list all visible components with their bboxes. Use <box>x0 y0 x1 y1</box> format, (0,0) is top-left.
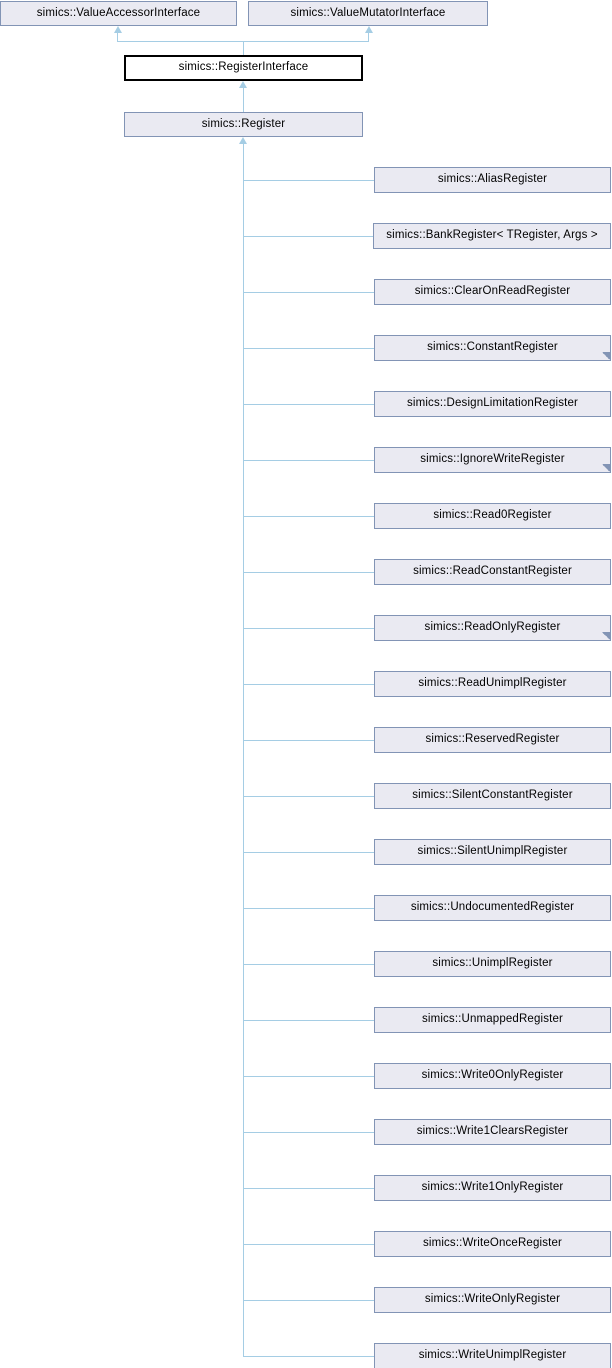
class-node-label: simics::ValueAccessorInterface <box>36 6 201 19</box>
class-node-label: simics::RegisterInterface <box>178 61 309 74</box>
class-node-value-accessor-interface[interactable]: simics::ValueAccessorInterface <box>0 1 237 26</box>
class-node-silent-constant-register[interactable]: simics::SilentConstantRegister <box>374 783 611 809</box>
class-node-label: simics::UnimplRegister <box>432 957 553 970</box>
class-node-design-limitation-register[interactable]: simics::DesignLimitationRegister <box>374 391 611 417</box>
class-node-label: simics::UndocumentedRegister <box>410 901 575 914</box>
edge-segment <box>243 1356 374 1357</box>
edge-segment <box>368 33 369 41</box>
class-node-register[interactable]: simics::Register <box>124 112 363 137</box>
class-node-write-only-register[interactable]: simics::WriteOnlyRegister <box>374 1287 611 1313</box>
edge-segment <box>243 964 374 965</box>
class-node-write1-clears-register[interactable]: simics::Write1ClearsRegister <box>374 1119 611 1145</box>
class-node-reserved-register[interactable]: simics::ReservedRegister <box>374 727 611 753</box>
edge-segment <box>243 1132 374 1133</box>
class-node-unimpl-register[interactable]: simics::UnimplRegister <box>374 951 611 977</box>
class-node-undocumented-register[interactable]: simics::UndocumentedRegister <box>374 895 611 921</box>
edge-segment <box>243 516 374 517</box>
class-node-write1-only-register[interactable]: simics::Write1OnlyRegister <box>374 1175 611 1201</box>
edge-segment <box>243 908 374 909</box>
class-node-label: simics::ReservedRegister <box>425 733 560 746</box>
inheritance-arrow-icon <box>239 137 247 144</box>
class-node-label: simics::WriteOnceRegister <box>422 1237 562 1250</box>
edge-segment <box>243 236 373 237</box>
class-node-write-unimpl-register[interactable]: simics::WriteUnimplRegister <box>374 1343 611 1368</box>
class-node-ignore-write-register[interactable]: simics::IgnoreWriteRegister <box>374 447 611 473</box>
class-node-label: simics::WriteUnimplRegister <box>418 1349 567 1362</box>
edge-segment <box>243 628 374 629</box>
edge-segment <box>243 348 374 349</box>
class-node-read-only-register[interactable]: simics::ReadOnlyRegister <box>374 615 611 641</box>
edge-segment <box>243 852 374 853</box>
edge-segment <box>243 1244 374 1245</box>
class-node-label: simics::ValueMutatorInterface <box>290 6 446 19</box>
class-node-constant-register[interactable]: simics::ConstantRegister <box>374 335 611 361</box>
class-node-write0-only-register[interactable]: simics::Write0OnlyRegister <box>374 1063 611 1089</box>
class-node-label: simics::ReadOnlyRegister <box>424 621 561 634</box>
class-node-alias-register[interactable]: simics::AliasRegister <box>374 167 611 193</box>
class-node-label: simics::IgnoreWriteRegister <box>420 453 565 466</box>
class-node-clear-on-read-register[interactable]: simics::ClearOnReadRegister <box>374 279 611 305</box>
edge-segment <box>243 740 374 741</box>
class-node-read0-register[interactable]: simics::Read0Register <box>374 503 611 529</box>
class-node-label: simics::ReadUnimplRegister <box>418 677 567 690</box>
class-node-label: simics::Write0OnlyRegister <box>421 1069 564 1082</box>
class-node-register-interface[interactable]: simics::RegisterInterface <box>124 55 363 81</box>
inheritance-trunk-line <box>243 144 244 1356</box>
edge-segment <box>243 460 374 461</box>
edge-segment <box>243 1020 374 1021</box>
edge-segment <box>243 572 374 573</box>
class-node-label: simics::Register <box>201 117 286 130</box>
class-node-label: simics::DesignLimitationRegister <box>407 397 578 410</box>
edge-segment <box>243 1076 374 1077</box>
class-node-unmapped-register[interactable]: simics::UnmappedRegister <box>374 1007 611 1033</box>
inheritance-arrow-icon <box>239 81 247 88</box>
class-node-label: simics::SilentConstantRegister <box>412 789 573 802</box>
class-node-read-unimpl-register[interactable]: simics::ReadUnimplRegister <box>374 671 611 697</box>
class-node-label: simics::SilentUnimplRegister <box>417 845 568 858</box>
edge-segment <box>243 88 244 112</box>
edge-segment <box>243 41 244 55</box>
edge-segment <box>117 33 118 41</box>
inheritance-arrow-icon <box>114 26 122 33</box>
class-node-value-mutator-interface[interactable]: simics::ValueMutatorInterface <box>248 1 488 26</box>
edge-segment <box>243 1300 374 1301</box>
class-node-label: simics::AliasRegister <box>437 173 548 186</box>
class-node-label: simics::Read0Register <box>433 509 552 522</box>
class-node-label: simics::ConstantRegister <box>427 341 558 354</box>
inheritance-arrow-icon <box>365 26 373 33</box>
edge-segment <box>243 180 374 181</box>
edge-segment <box>243 404 374 405</box>
class-node-read-constant-register[interactable]: simics::ReadConstantRegister <box>374 559 611 585</box>
edge-segment <box>243 796 374 797</box>
edge-segment <box>243 684 374 685</box>
edge-segment <box>243 292 374 293</box>
class-node-label: simics::BankRegister< TRegister, Args > <box>386 229 598 242</box>
class-node-label: simics::ReadConstantRegister <box>413 565 572 578</box>
edge-segment <box>243 1188 374 1189</box>
class-node-label: simics::ClearOnReadRegister <box>414 285 571 298</box>
class-node-label: simics::Write1OnlyRegister <box>421 1181 564 1194</box>
class-node-label: simics::WriteOnlyRegister <box>424 1293 561 1306</box>
class-node-bank-register[interactable]: simics::BankRegister< TRegister, Args > <box>373 223 611 249</box>
class-node-label: simics::Write1ClearsRegister <box>416 1125 569 1138</box>
class-node-label: simics::UnmappedRegister <box>421 1013 563 1026</box>
class-node-write-once-register[interactable]: simics::WriteOnceRegister <box>374 1231 611 1257</box>
class-node-silent-unimpl-register[interactable]: simics::SilentUnimplRegister <box>374 839 611 865</box>
